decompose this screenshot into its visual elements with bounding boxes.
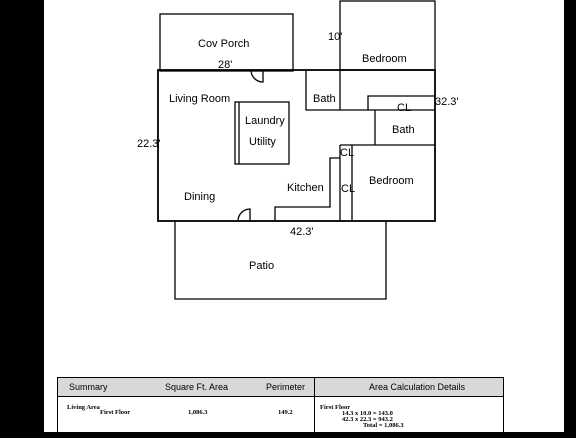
header-perimeter: Perimeter (266, 382, 306, 392)
patio-outline (174, 221, 387, 300)
porch-door-swing (250, 69, 264, 83)
room-label-living: Living Room (169, 93, 231, 105)
floor-plan-drawing (157, 0, 436, 300)
room-label-bath-left: Bath (313, 93, 336, 105)
details-total: Total = 1,086.3 (363, 422, 404, 429)
room-label-laundry: Laundry (245, 115, 285, 127)
dim-left-side: 22.3' (137, 138, 161, 150)
dim-right-side: 32.3' (435, 96, 459, 108)
room-label-closet-mid: CL (340, 147, 355, 159)
room-label-closet-low: CL (341, 183, 356, 195)
room-label-bedroom-low: Bedroom (369, 175, 414, 187)
dim-bottom-width: 42.3' (290, 226, 314, 238)
room-label-utility: Utility (249, 136, 276, 148)
details-line-2: 42.3 x 22.3 = 943.2 (342, 416, 393, 423)
bath-left-walls (305, 70, 341, 111)
room-label-patio: Patio (249, 260, 275, 272)
details-floor: First Floor (320, 404, 351, 411)
row-floor: First Floor (100, 409, 131, 416)
room-label-closet-top: CL (397, 102, 412, 114)
header-summary: Summary (69, 382, 108, 392)
room-label-porch: Cov Porch (198, 38, 250, 50)
laundry-utility-box (234, 101, 290, 165)
room-label-kitchen: Kitchen (287, 182, 324, 194)
room-label-bedroom-top: Bedroom (362, 53, 407, 65)
summary-divider (314, 378, 315, 438)
room-label-dining: Dining (184, 191, 216, 203)
row-area: 1,086.3 (188, 409, 208, 416)
dim-bedroom-depth: 10' (328, 31, 343, 43)
dim-porch-width: 28' (218, 59, 233, 71)
patio-door-swing (237, 208, 251, 222)
summary-header-row: Summary Square Ft. Area Perimeter Area C… (58, 378, 503, 397)
header-calc-details: Area Calculation Details (369, 382, 466, 392)
header-area: Square Ft. Area (165, 382, 229, 392)
details-line-1: 14.3 x 10.0 = 143.0 (342, 410, 393, 417)
floor-plan-page: Cov Porch 28' 10' Bedroom Living Room Ba… (44, 0, 564, 438)
row-perimeter: 149.2 (278, 409, 293, 416)
upper-partition (340, 95, 435, 111)
row-category: Living Area (67, 404, 100, 411)
covered-porch-outline (159, 13, 294, 72)
room-label-bath-right: Bath (392, 124, 415, 136)
area-summary-table: Summary Square Ft. Area Perimeter Area C… (57, 377, 504, 438)
kitchen-walls (274, 157, 340, 221)
